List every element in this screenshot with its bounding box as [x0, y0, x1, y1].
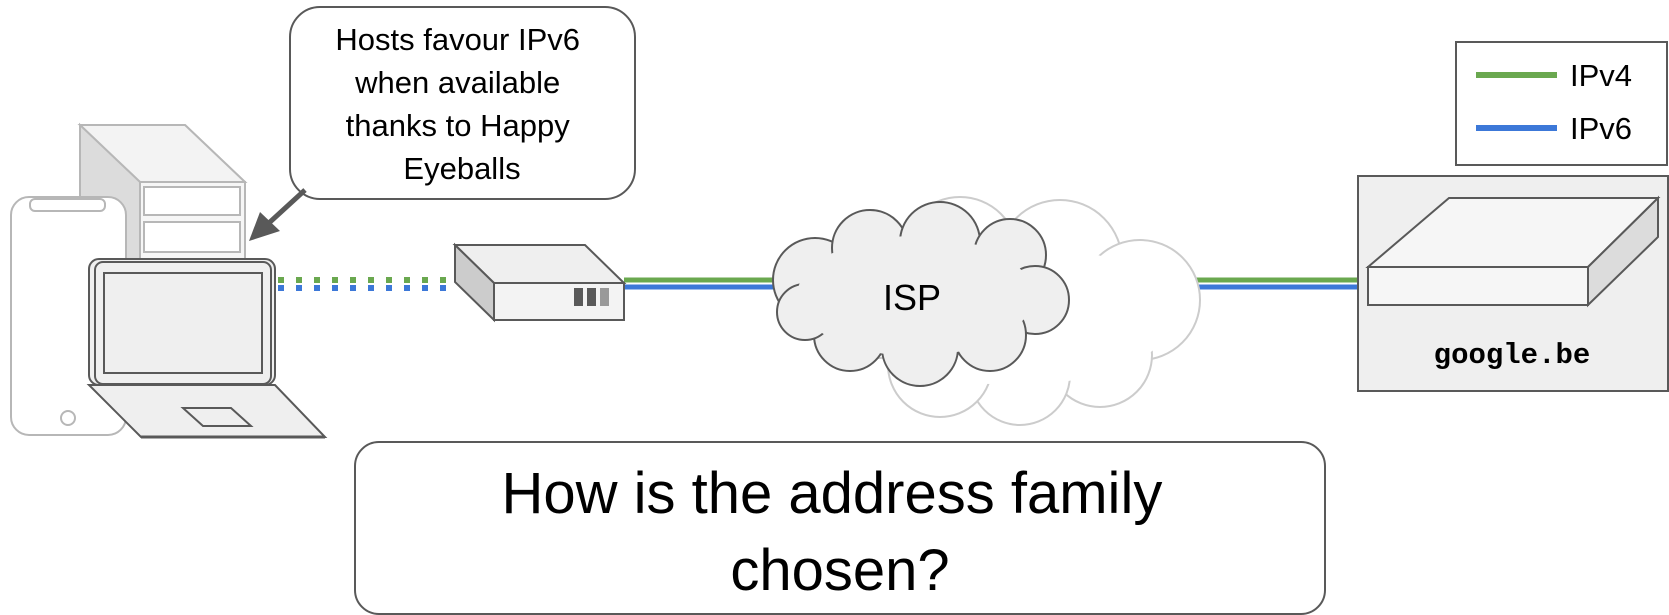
legend-label-ipv4: IPv4: [1570, 58, 1632, 93]
callout-line: Hosts favour IPv6: [335, 22, 580, 57]
server-appliance-icon: [1365, 195, 1661, 308]
callout-line: Eyeballs: [403, 151, 520, 186]
isp-label: ISP: [883, 277, 941, 318]
router-port-icon: [574, 288, 583, 306]
happy-eyeballs-callout: Hosts favour IPv6 when available thanks …: [249, 6, 636, 241]
laptop-icon: [86, 258, 328, 439]
question-box: How is the address family chosen?: [354, 441, 1326, 615]
wired-links: [624, 277, 1358, 290]
callout-line: thanks to Happy: [346, 108, 571, 143]
wireless-links: [278, 277, 455, 291]
question-line: How is the address family: [502, 461, 1163, 526]
isp-cloud-icon: ISP: [772, 196, 1201, 426]
question-line: chosen?: [730, 538, 949, 603]
server-box: google.be: [1357, 175, 1669, 392]
router-port-icon: [587, 288, 596, 306]
callout-arrow-icon: [249, 212, 280, 241]
legend: IPv4 IPv6: [1455, 41, 1668, 166]
callout-line: when available: [354, 65, 560, 100]
router-port-icon: [600, 288, 609, 306]
legend-label-ipv6: IPv6: [1570, 111, 1632, 146]
svg-text:Hosts favour IPv6 when a: Hosts favour IPv6 when available thanks …: [335, 22, 588, 186]
home-router-icon: [452, 242, 627, 323]
svg-text:How is the address family: How is the address family chosen?: [502, 461, 1179, 603]
server-label: google.be: [1434, 339, 1591, 372]
